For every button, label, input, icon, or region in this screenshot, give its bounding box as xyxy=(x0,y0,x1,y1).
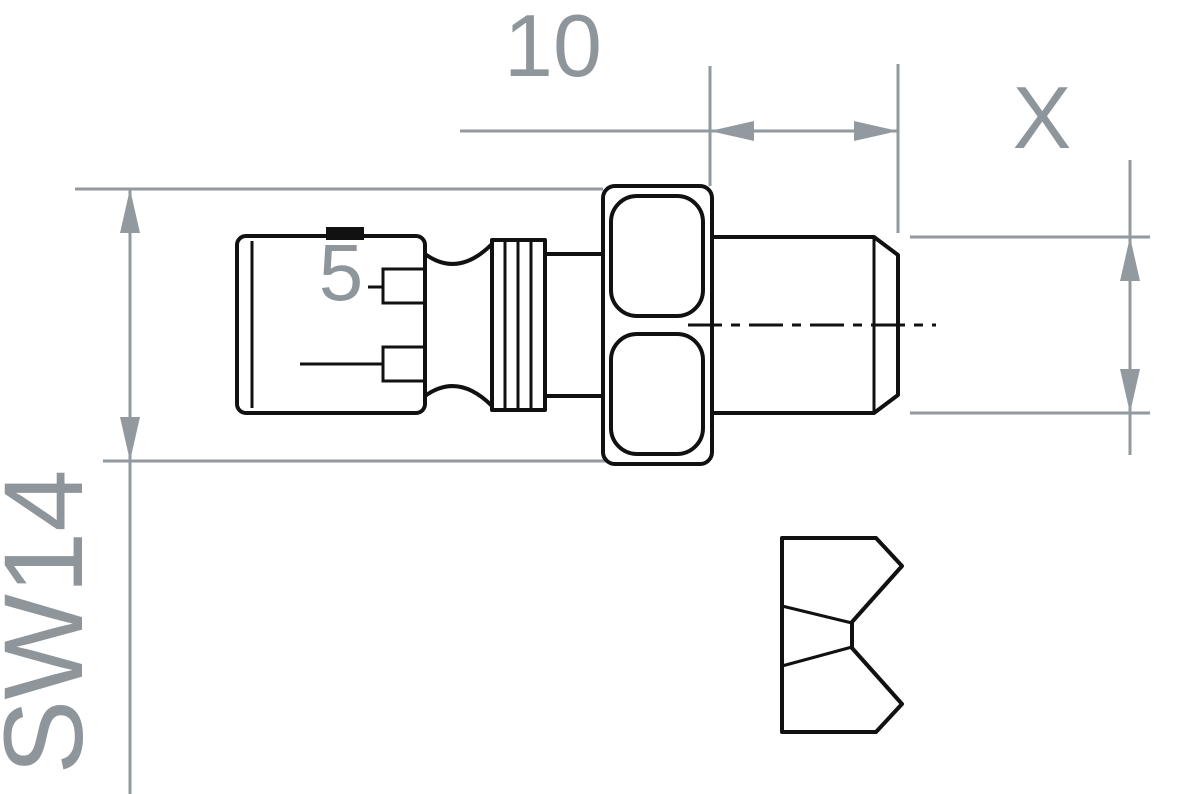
depth-label: 5 xyxy=(319,228,364,317)
depth-label-mask xyxy=(314,242,368,304)
sleeve-latch-upper xyxy=(381,267,427,305)
dimension-wrench-size: SW14 xyxy=(0,187,706,794)
dimension-diameter-x: X xyxy=(910,68,1150,455)
detail-outline xyxy=(780,536,904,734)
hex-flat-upper xyxy=(609,194,705,318)
arrow-left-10 xyxy=(710,121,754,141)
thread-length-label: 10 xyxy=(504,0,602,95)
flare-seat-detail xyxy=(780,536,904,734)
arrow-right-10 xyxy=(854,121,898,141)
sleeve-latch-lower xyxy=(381,345,427,383)
arrow-up-sw14 xyxy=(120,189,140,233)
arrow-up-x xyxy=(1120,237,1140,281)
dimension-thread-length: 10 xyxy=(460,0,900,233)
arrow-down-x xyxy=(1120,369,1140,413)
depth-annotation: 5 xyxy=(314,228,368,317)
sleeve-top-notch xyxy=(326,227,364,240)
dimension-annotations: 10 X SW14 xyxy=(0,0,1150,794)
waist-bottom-curve xyxy=(423,384,494,408)
arrow-down-sw14 xyxy=(120,417,140,461)
waist-top-curve xyxy=(423,242,494,266)
fitting-side-view: 5 xyxy=(235,184,936,466)
detail-cone-upper-line xyxy=(781,604,853,625)
coupling-sleeve xyxy=(235,227,427,415)
ribbed-collar xyxy=(490,238,547,412)
detail-cone-lower-line xyxy=(781,645,853,668)
diameter-label: X xyxy=(1013,68,1072,167)
waist-section xyxy=(423,242,494,408)
neck-section xyxy=(543,252,605,398)
wrench-size-label: SW14 xyxy=(0,470,106,775)
hex-flat-lower xyxy=(609,332,705,456)
